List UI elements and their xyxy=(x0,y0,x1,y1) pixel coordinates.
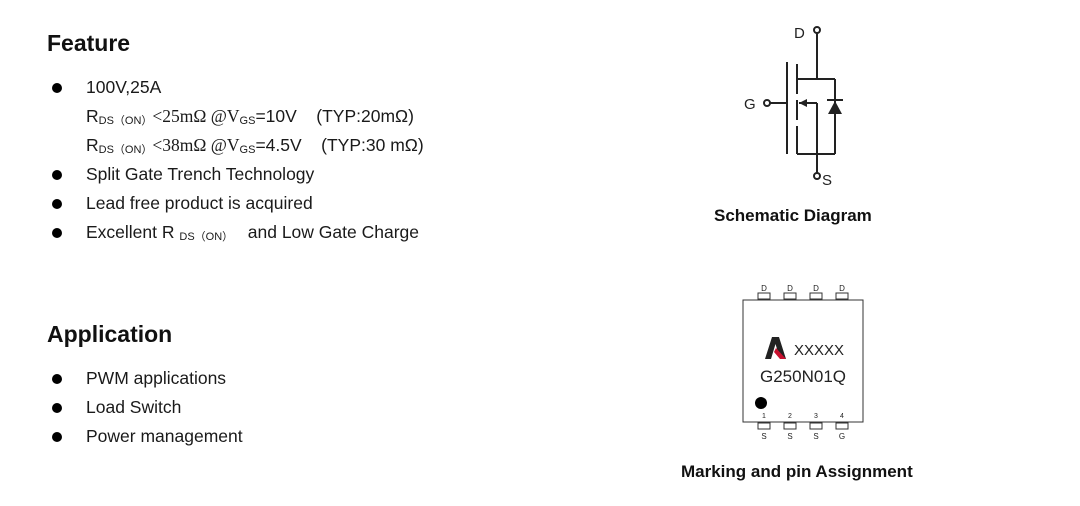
rds-condition: <38mΩ @V xyxy=(152,135,240,155)
package-marking: D D D D 8 7 6 5 XXXXX G250N01Q 1 2 3 4 S… xyxy=(742,284,864,441)
pin1-dot xyxy=(755,397,767,409)
top-pin-pad xyxy=(835,292,849,300)
pin-d-label: D xyxy=(794,25,805,42)
marking-caption: Marking and pin Assignment xyxy=(681,462,913,481)
bottom-pin-number: 3 xyxy=(814,413,818,420)
feature-heading: Feature xyxy=(47,30,131,56)
bottom-pin-label: S xyxy=(761,432,766,441)
bottom-pin-label: S xyxy=(787,432,792,441)
application-item: Power management xyxy=(86,426,243,446)
top-pin-pad xyxy=(757,292,771,300)
top-pin-label: D xyxy=(761,284,767,293)
top-pin-pad xyxy=(783,292,797,300)
feature-item-gate-charge: Excellent R DS（ON） and Low Gate Charge xyxy=(86,222,419,244)
feature-item-technology: Split Gate Trench Technology xyxy=(86,164,315,184)
rds-symbol: R xyxy=(86,106,99,126)
bottom-pin-label: S xyxy=(813,432,818,441)
vgs-subscript: GS xyxy=(239,144,256,156)
bottom-pin-label: G xyxy=(839,432,845,441)
application-heading: Application xyxy=(47,321,173,347)
application-item: PWM applications xyxy=(86,368,227,388)
rds-symbol: R xyxy=(86,135,99,155)
bottom-pin-pad xyxy=(757,422,771,430)
bullet-dot xyxy=(52,432,62,442)
top-pin-label: D xyxy=(813,284,819,293)
bottom-pin-number: 4 xyxy=(840,413,844,420)
excellent-r-label: Excellent R xyxy=(86,222,175,242)
bullet-dot xyxy=(52,228,62,238)
pin-s-label: S xyxy=(822,172,832,189)
feature-item-rating: 100V,25A xyxy=(86,77,162,97)
rds-typical: (TYP:20mΩ) xyxy=(316,106,414,126)
bottom-pin-pad xyxy=(809,422,823,430)
application-item: Load Switch xyxy=(86,397,182,417)
bullet-dot xyxy=(52,403,62,413)
rds-subscript: DS（ON） xyxy=(179,231,234,243)
vgs-value: =4.5V xyxy=(255,135,302,155)
top-pin-label: D xyxy=(839,284,845,293)
bullet-dot xyxy=(52,170,62,180)
vgs-subscript: GS xyxy=(239,115,256,127)
bullet-dot xyxy=(52,83,62,93)
part-number: G250N01Q xyxy=(760,367,846,386)
rds-subscript: DS（ON） xyxy=(98,115,153,127)
bottom-pin-pad xyxy=(783,422,797,430)
rds-on-spec-10v: RDS（ON）<25mΩ @VGS=10V (TYP:20mΩ) xyxy=(86,106,414,128)
schematic-caption: Schematic Diagram xyxy=(714,206,872,225)
brand-logo xyxy=(765,337,786,359)
rds-on-spec-4v5: RDS（ON）<38mΩ @VGS=4.5V (TYP:30 mΩ) xyxy=(86,135,424,157)
top-pin-label: D xyxy=(787,284,793,293)
marking-code: XXXXX xyxy=(794,342,844,359)
bottom-pin-number: 1 xyxy=(762,413,766,420)
gate-charge-label: and Low Gate Charge xyxy=(247,222,419,242)
bottom-pin-pad xyxy=(835,422,849,430)
rds-condition: <25mΩ @V xyxy=(152,106,240,126)
rds-subscript: DS（ON） xyxy=(98,144,153,156)
feature-item-lead-free: Lead free product is acquired xyxy=(86,193,313,213)
bullet-dot xyxy=(52,199,62,209)
top-pin-pad xyxy=(809,292,823,300)
bottom-pin-number: 2 xyxy=(788,413,792,420)
vgs-value: =10V xyxy=(255,106,297,126)
mosfet-schematic: D G S xyxy=(744,25,843,189)
bullet-dot xyxy=(52,374,62,384)
pin-g-label: G xyxy=(744,96,756,113)
rds-typical: (TYP:30 mΩ) xyxy=(321,135,424,155)
